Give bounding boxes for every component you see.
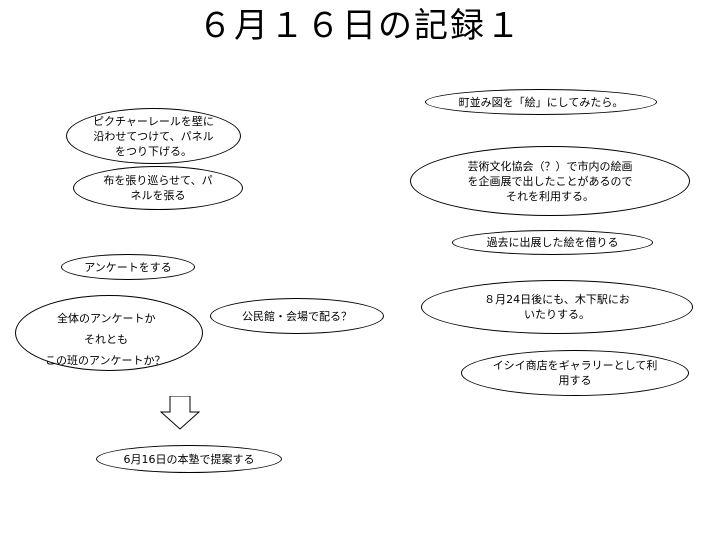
node-arts-assoc-label: 芸術文化協会（？）で市内の絵画を企画展で出したことがあるのでそれを利用する。: [467, 159, 633, 203]
node-aug24-label: ８月24日後にも、木下駅においたりする。: [484, 293, 630, 321]
node-borrow-label: 過去に出展した絵を借りる: [486, 236, 619, 249]
page-title: ６月１６日の記録１: [198, 6, 522, 46]
survey-choice-line-2: それとも: [84, 333, 128, 346]
node-survey: アンケートをする: [61, 254, 195, 280]
node-proposal-label: 6月16日の本塾で提案する: [123, 452, 255, 466]
survey-choice-line-1: 全体のアンケートか: [57, 312, 156, 325]
node-picture-rail: ピクチャーレールを壁に沿わせてつけて、パネルをつり下げる。: [66, 108, 241, 164]
node-arts-assoc: 芸術文化協会（？）で市内の絵画を企画展で出したことがあるのでそれを利用する。: [410, 146, 690, 216]
node-cloth: 布を張り巡らせて、パネルを張る: [73, 166, 243, 210]
survey-choice-line-3: この班のアンケートか？: [45, 354, 166, 367]
node-picture-rail-label: ピクチャーレールを壁に沿わせてつけて、パネルをつり下げる。: [93, 114, 214, 158]
node-aug24: ８月24日後にも、木下駅においたりする。: [421, 280, 693, 334]
down-arrow-icon: [160, 396, 200, 430]
node-survey-label: アンケートをする: [84, 260, 172, 274]
node-ishii-label: イシイ商店をギャラリーとして利用する: [492, 359, 658, 387]
node-distribute: 公民館・会場で配る？: [210, 298, 384, 334]
node-cloth-label: 布を張り巡らせて、パネルを張る: [103, 174, 213, 202]
node-ishii: イシイ商店をギャラリーとして利用する: [461, 350, 689, 396]
node-distribute-label: 公民館・会場で配る？: [242, 309, 352, 323]
node-survey-choice: [15, 295, 203, 371]
node-borrow: 過去に出展した絵を借りる: [452, 230, 653, 255]
node-townscape-label: 町並み図を「絵」にしてみたら。: [458, 95, 624, 109]
node-proposal: 6月16日の本塾で提案する: [96, 445, 282, 473]
node-townscape: 町並み図を「絵」にしてみたら。: [425, 89, 657, 115]
